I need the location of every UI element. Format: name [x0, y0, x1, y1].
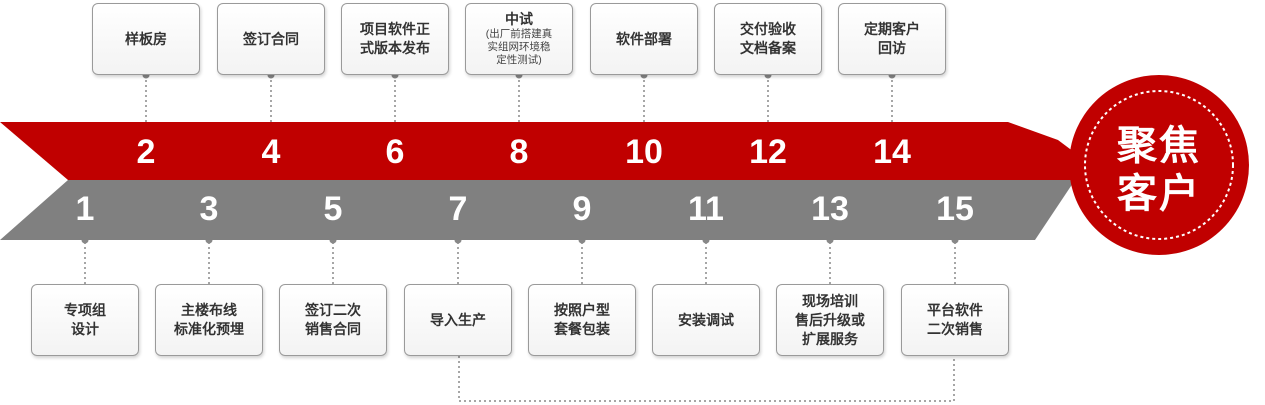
step-label: 安装调试 [678, 311, 734, 328]
focus-circle-ring [1084, 90, 1234, 240]
step-box-9: 按照户型 套餐包装 [528, 284, 636, 356]
step-number-2: 2 [136, 133, 156, 171]
step-label: 导入生产 [430, 311, 486, 328]
step-box-3: 主楼布线 标准化预埋 [155, 284, 263, 356]
gray-arrow-band [0, 180, 1075, 240]
step-label: 平台软件 二次销售 [927, 302, 983, 337]
step-label: 定期客户 回访 [864, 21, 920, 56]
step-number-15: 15 [936, 190, 974, 228]
bottom-bracket-line [458, 356, 955, 402]
step-box-7: 导入生产 [404, 284, 512, 356]
step-box-2: 样板房 [92, 3, 200, 75]
step-number-13: 13 [811, 190, 849, 228]
step-label: 签订合同 [243, 30, 299, 47]
step-box-4: 签订合同 [217, 3, 325, 75]
step-number-7: 7 [448, 190, 468, 228]
step-box-13: 现场培训 售后升级或 扩展服务 [776, 284, 884, 356]
step-box-15: 平台软件 二次销售 [901, 284, 1009, 356]
step-label: 专项组 设计 [64, 302, 106, 337]
step-label: 软件部署 [616, 30, 672, 47]
step-label: 交付验收 文档备案 [740, 21, 796, 56]
step-number-1: 1 [75, 190, 95, 228]
step-number-12: 12 [749, 133, 787, 171]
step-box-12: 交付验收 文档备案 [714, 3, 822, 75]
focus-circle-label: 聚焦 客户 [1117, 124, 1201, 216]
step-number-14: 14 [873, 133, 911, 171]
step-number-3: 3 [199, 190, 219, 228]
step-box-8: 中试(出厂前搭建真 实组网环境稳 定性测试) [465, 3, 573, 75]
step-label: 样板房 [125, 30, 167, 47]
step-label: 主楼布线 标准化预埋 [174, 302, 244, 337]
step-label: 签订二次 销售合同 [305, 302, 361, 337]
red-arrow-band [0, 122, 1078, 180]
step-box-14: 定期客户 回访 [838, 3, 946, 75]
step-box-10: 软件部署 [590, 3, 698, 75]
step-label: 按照户型 套餐包装 [554, 302, 610, 337]
step-number-11: 11 [688, 190, 724, 228]
step-label: 中试 [505, 11, 533, 27]
step-sublabel: (出厂前搭建真 实组网环境稳 定性测试) [485, 28, 553, 66]
step-box-1: 专项组 设计 [31, 284, 139, 356]
step-box-6: 项目软件正 式版本发布 [341, 3, 449, 75]
step-box-5: 签订二次 销售合同 [279, 284, 387, 356]
step-number-10: 10 [625, 133, 663, 171]
step-number-8: 8 [509, 133, 529, 171]
focus-circle [1069, 75, 1249, 255]
step-label: 项目软件正 式版本发布 [360, 21, 430, 56]
step-number-6: 6 [385, 133, 405, 171]
step-number-9: 9 [572, 190, 592, 228]
step-number-5: 5 [323, 190, 343, 228]
step-label: 现场培训 售后升级或 扩展服务 [795, 292, 865, 347]
step-number-4: 4 [261, 133, 281, 171]
step-box-11: 安装调试 [652, 284, 760, 356]
